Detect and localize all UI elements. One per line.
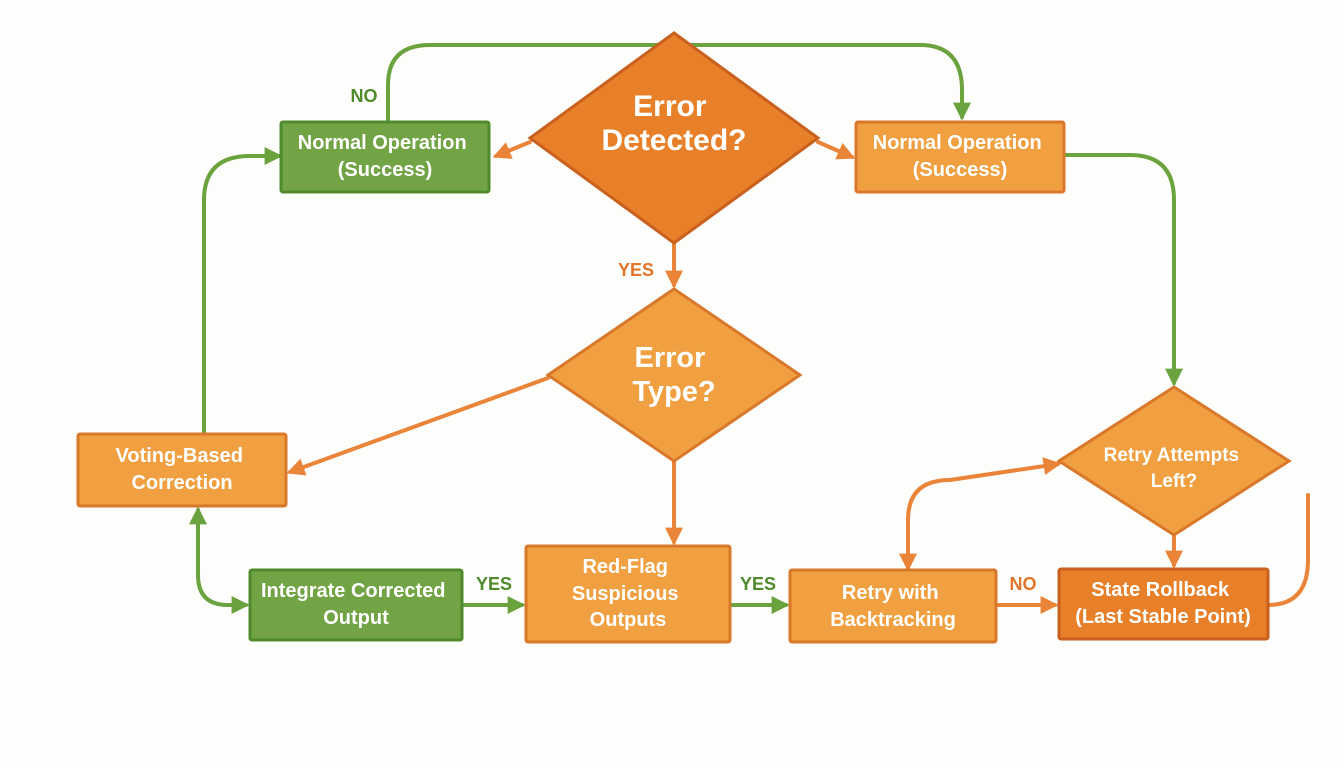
process-normal-operation-left: Normal Operation (Success) (279, 120, 491, 194)
edges (189, 43, 1310, 614)
label-yes-integrate: YES (476, 574, 512, 594)
process-state-rollback-label: State Rollback (Last Stable Point) (1075, 579, 1251, 628)
label-no-retry: NO (1010, 574, 1037, 594)
decision-retry-attempts-left-label: Retry Attempts Left? (1104, 445, 1245, 492)
process-normal-operation-right-label: Normal Operation (Success) (873, 132, 1047, 181)
decision-error-type-label: Error Type? (632, 342, 715, 408)
edge-voting-to-normal-left (202, 147, 283, 434)
edge-type-to-voting (286, 376, 550, 476)
decision-error-type: Error Type? (545, 287, 803, 463)
decision-retry-attempts-left: Retry Attempts Left? (1056, 385, 1292, 537)
process-voting-based-correction-label: Voting-Based Correction (116, 445, 249, 494)
edge-loop-to-right-normal (698, 43, 971, 121)
process-integrate-corrected-output-label: Integrate Corrected Output (261, 580, 451, 629)
process-normal-operation-left-label: Normal Operation (Success) (298, 132, 472, 181)
label-no-top: NO (351, 86, 378, 106)
edge-labels: NO YES YES YES NO (351, 86, 1037, 594)
decision-error-detected: Error Detected? (527, 31, 821, 245)
process-red-flag-suspicious-outputs-label: Red-Flag Suspicious Outputs (572, 556, 684, 631)
process-retry-with-backtracking: Retry with Backtracking (788, 568, 998, 644)
process-voting-based-correction: Voting-Based Correction (76, 432, 288, 508)
edge-detected-to-normal-right (816, 140, 856, 160)
process-state-rollback: State Rollback (Last Stable Point) (1057, 567, 1270, 641)
process-integrate-corrected-output: Integrate Corrected Output (248, 568, 464, 642)
edge-normal-right-to-retry-attempts (1062, 153, 1183, 387)
edge-detected-to-normal-left (492, 140, 532, 159)
edge-rollback-curl (1266, 493, 1310, 607)
process-retry-with-backtracking-label: Retry with Backtracking (830, 582, 956, 631)
edge-retry-to-attempts (906, 457, 1062, 567)
decision-error-detected-label: Error Detected? (601, 90, 746, 157)
edge-no-loop-left (386, 43, 702, 122)
process-normal-operation-right: Normal Operation (Success) (854, 120, 1066, 194)
process-red-flag-suspicious-outputs: Red-Flag Suspicious Outputs (524, 544, 732, 644)
label-yes-redflag: YES (740, 574, 776, 594)
label-yes-detected: YES (618, 260, 654, 280)
edge-voting-integrate (189, 506, 250, 614)
